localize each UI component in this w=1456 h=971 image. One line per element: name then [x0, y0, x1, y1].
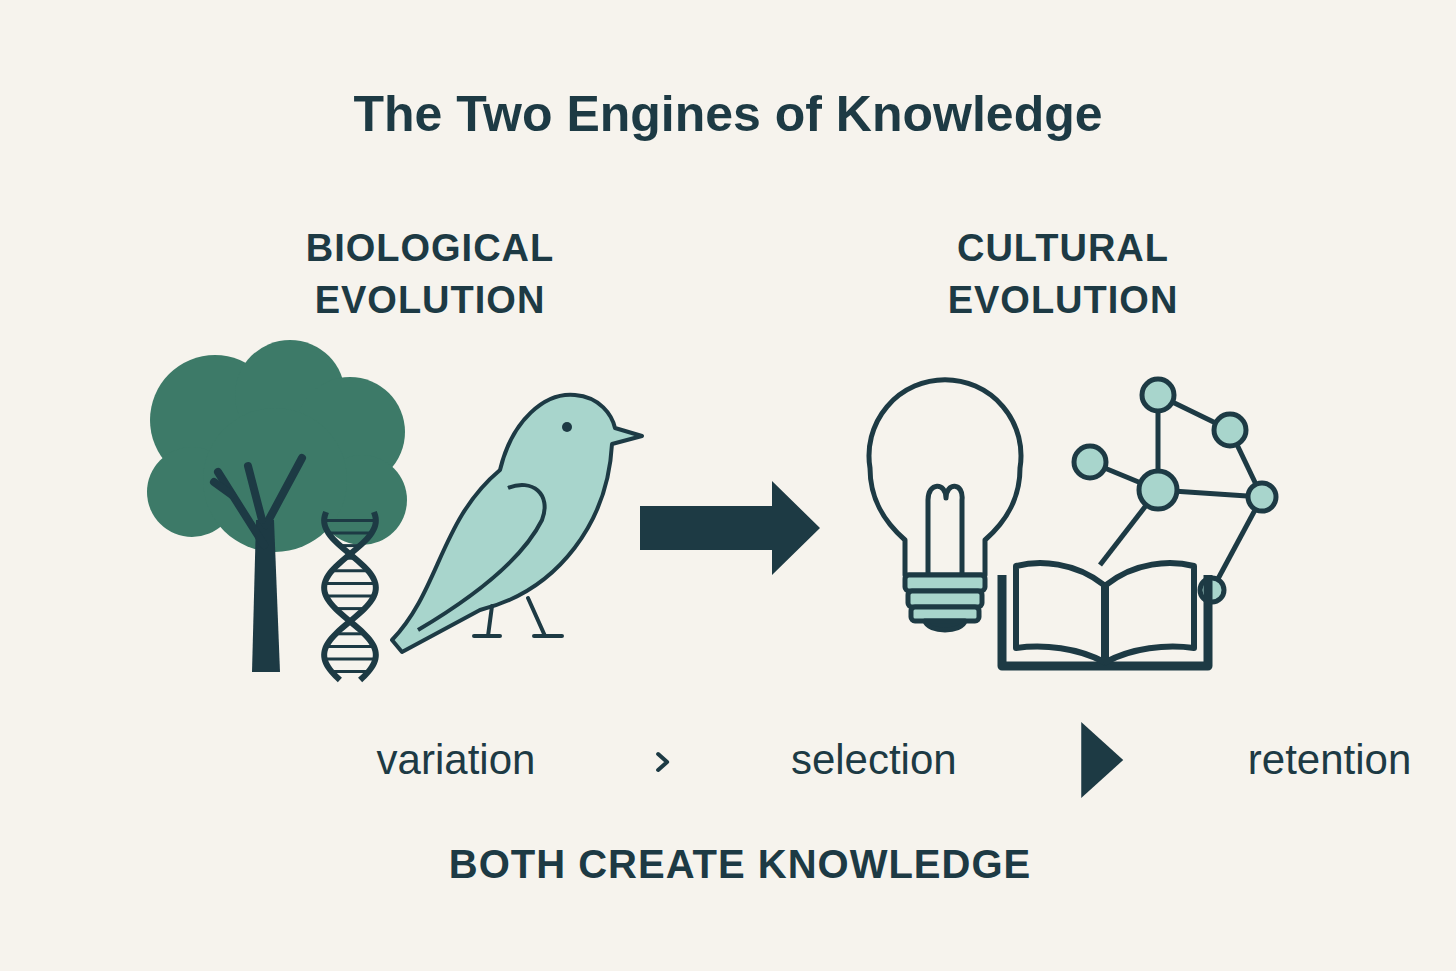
- bird-icon: [392, 395, 642, 652]
- process-step: retention: [1248, 737, 1411, 783]
- process-step: variation: [377, 737, 536, 783]
- stage-word: variation: [377, 737, 536, 783]
- dna-icon: [324, 512, 376, 680]
- stage-word: retention: [1248, 737, 1411, 783]
- evolution-panel: CULTURAL EVOLUTION: [830, 222, 1296, 690]
- section-heading: BIOLOGICAL EVOLUTION: [260, 222, 600, 326]
- step-arrow: [658, 754, 667, 770]
- tree-icon: [147, 340, 407, 672]
- diagram-caption: BOTH CREATE KNOWLEDGE: [0, 840, 1456, 888]
- stage-word: selection: [791, 737, 957, 783]
- section-heading: CULTURAL EVOLUTION: [893, 222, 1233, 326]
- book-icon: [1002, 563, 1208, 666]
- step-arrow: [1081, 722, 1123, 798]
- block-arrow: [640, 481, 820, 575]
- diagram-title: The Two Engines of Knowledge: [0, 84, 1456, 144]
- process-step: selection: [791, 737, 957, 783]
- evolution-panel: BIOLOGICAL EVOLUTION: [230, 222, 630, 690]
